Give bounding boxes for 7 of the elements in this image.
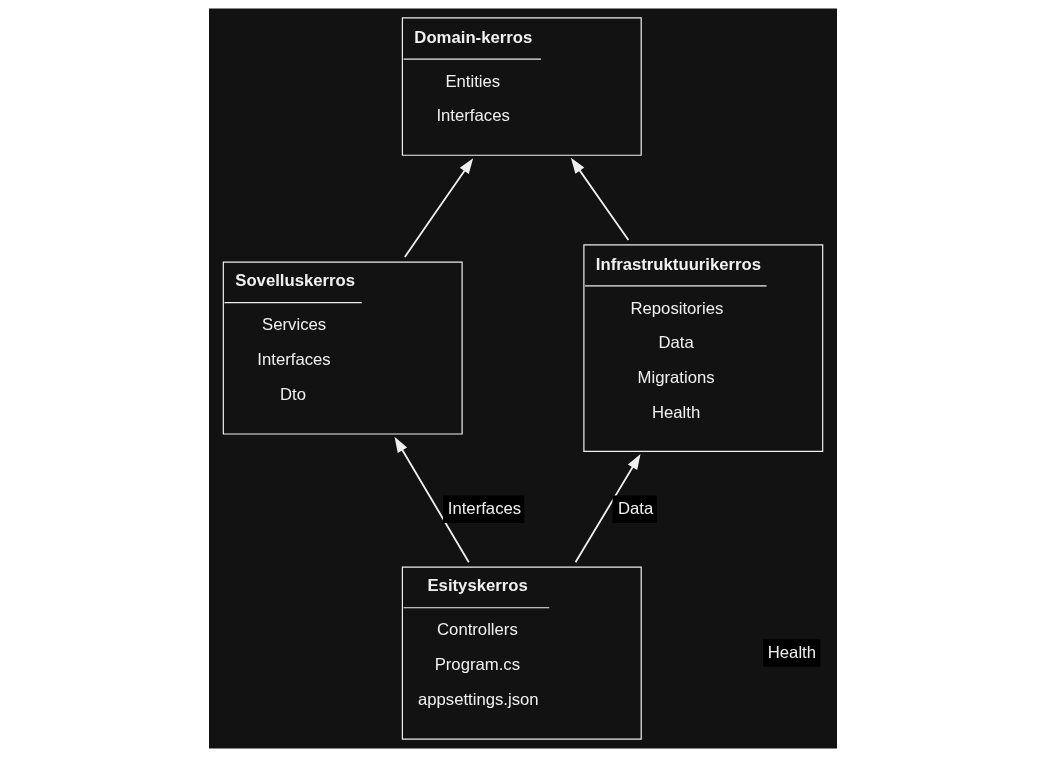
edge-label: Data [617,499,653,519]
arrow [394,436,470,564]
edge-label: Interfaces [447,499,521,519]
arrow [403,158,473,258]
arrow [574,453,641,564]
label: Health [767,643,816,663]
arrow [570,157,629,241]
